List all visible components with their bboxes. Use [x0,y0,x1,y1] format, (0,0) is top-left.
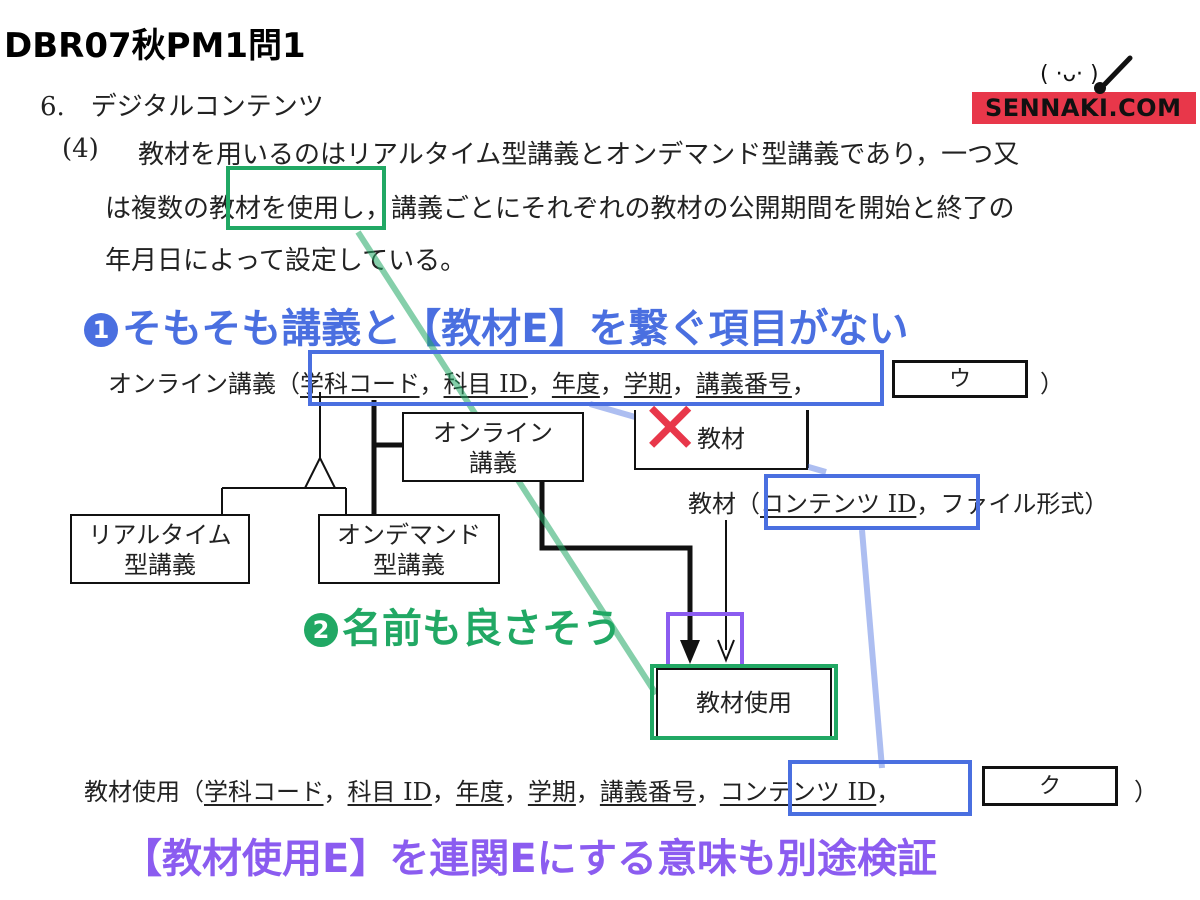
attr-year: 年度 [551,370,600,398]
annotation-2-text: 名前も良さそう [342,606,622,652]
mu-attr-term: 学期 [527,778,576,806]
paragraph-line-1: 教材を用いるのはリアルタイム型講義とオンデマンド型講義であり，一つ又 [138,140,1020,170]
entity-material-use: 教材使用 [656,668,832,738]
highlight-box-arrows [666,612,744,668]
entity-realtime-lecture: リアルタイム 型講義 [70,514,250,584]
mu-attr-subject-id: 科目 ID [347,778,432,806]
annotation-1-number: 1 [84,313,118,347]
attr-content-id: コンテンツ ID [760,490,917,518]
annotation-1-text: そもそも講義と【教材E】を繋ぐ項目がない [122,306,909,352]
highlight-box-material-use-text [226,166,386,230]
online-lecture-close: ） [1040,370,1064,398]
logo-text: SENNAKI.COM [985,94,1182,122]
material-use-name: 教材使用 [84,778,180,806]
blank-ku-box: ク [982,766,1118,806]
annotation-2-number: 2 [304,613,338,647]
blank-u-box: ウ [892,360,1028,398]
material-schema: 教材（コンテンツ ID，ファイル形式） [688,490,1109,518]
logo-face: ( ·ᴗ· ) [1040,62,1099,87]
material-use-schema: 教材使用（学科コード，科目 ID，年度，学期，講義番号，コンテンツ ID， [84,778,901,806]
entity-online-lecture: オンライン 講義 [402,412,584,482]
mu-attr-dept-code: 学科コード [204,778,324,806]
logo-underline [972,92,1196,124]
mu-attr-lecture-no: 講義番号 [599,778,696,806]
online-lecture-schema: オンライン講義（学科コード，科目 ID，年度，学期，講義番号， [108,370,816,398]
online-lecture-name: オンライン講義 [108,370,276,398]
mu-attr-year: 年度 [455,778,504,806]
attr-lecture-no: 講義番号 [695,370,792,398]
blank-u-label: ウ [948,367,971,392]
attr-file-format: ファイル形式） [940,490,1109,518]
material-name: 教材 [688,490,736,518]
highlight-box-mu-content-id [788,760,972,816]
paragraph-line-3: 年月日によって設定している。 [105,246,467,276]
line2-suffix: し，講義ごとにそれぞれの教材の公開期間を開始と終了の [339,194,1015,224]
blank-ku-label: ク [1038,774,1061,799]
material-use-close: ） [1134,778,1158,806]
line2-highlight: 教材を使用 [209,194,340,224]
paragraph-number: (4) [62,134,99,164]
section-heading: 6. デジタルコンテンツ [40,92,324,122]
highlight-box-material-use-entity [650,664,838,740]
cross-mark-icon: ✕ [640,386,701,470]
annotation-3: 【教材使用E】を連関Eにする意味も別途検証 [122,836,938,882]
highlight-box-material-content-id [764,474,980,530]
entity-material: 教材 [634,410,808,470]
paragraph-line-2: は複数の教材を使用し，講義ごとにそれぞれの教材の公開期間を開始と終了の [105,188,1015,225]
page-title: DBR07秋PM1問1 [4,26,306,66]
mu-attr-content-id: コンテンツ ID [719,778,877,806]
attr-term: 学期 [623,370,672,398]
highlight-box-online-lecture-keys [308,350,884,406]
entity-ondemand-lecture: オンデマンド 型講義 [318,514,500,584]
line2-prefix: は複数の [105,194,210,224]
